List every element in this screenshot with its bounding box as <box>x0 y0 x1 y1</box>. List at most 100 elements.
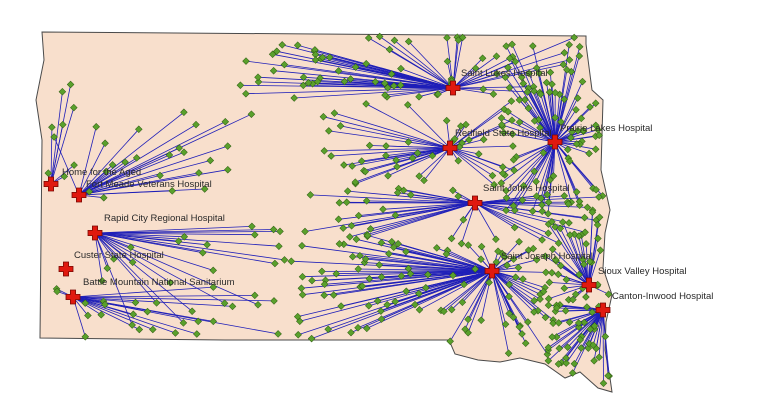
service-link <box>474 202 515 228</box>
patient-point-icon <box>492 235 500 244</box>
patient-point-icon <box>544 294 553 303</box>
patient-point-icon <box>596 246 605 254</box>
patient-point-icon <box>358 282 367 290</box>
service-link <box>491 270 544 292</box>
service-link <box>94 232 185 238</box>
patient-point-icon <box>354 265 363 273</box>
patient-point-icon <box>591 145 600 153</box>
patient-point-icon <box>471 64 480 72</box>
service-link <box>554 118 582 143</box>
service-link <box>94 232 275 264</box>
label-home-for-the-aged: Home for the Aged <box>62 167 141 178</box>
service-link <box>72 286 214 298</box>
patient-point-icon <box>494 247 502 256</box>
service-link <box>501 141 556 184</box>
service-link <box>474 202 569 205</box>
hospital-cross-icon[interactable] <box>71 187 87 203</box>
hospital-cross-icon[interactable] <box>581 277 597 293</box>
patient-point-icon <box>311 56 320 64</box>
patient-point-icon <box>599 379 608 388</box>
patient-point-icon <box>564 200 573 208</box>
hospital-cross-icon[interactable] <box>58 261 74 277</box>
hospital-cross-icon[interactable] <box>547 134 563 150</box>
patient-point-icon <box>588 208 597 216</box>
patient-point-icon <box>511 273 520 282</box>
patient-point-icon <box>299 81 308 90</box>
patient-point-icon <box>505 84 514 92</box>
patient-point-icon <box>224 165 232 174</box>
patient-point-icon <box>390 36 399 45</box>
patient-point-icon <box>192 120 200 129</box>
patient-point-icon <box>508 40 516 49</box>
patient-point-icon <box>580 213 589 222</box>
patient-point-icon <box>493 69 501 78</box>
patient-point-icon <box>275 242 283 250</box>
hospital-cross-icon[interactable] <box>467 195 483 211</box>
patient-point-icon <box>287 257 296 265</box>
patient-point-icon <box>306 191 315 199</box>
service-link <box>94 232 184 324</box>
patient-point-icon <box>541 313 550 322</box>
patient-point-icon <box>357 157 366 165</box>
patient-point-icon <box>354 323 362 332</box>
patient-point-icon <box>508 116 516 124</box>
patient-point-icon <box>168 187 176 195</box>
service-link <box>554 109 577 143</box>
patient-point-icon <box>98 277 106 285</box>
patient-point-icon <box>311 46 319 54</box>
hospital-cross-icon[interactable] <box>65 289 81 305</box>
hospital-cross-icon[interactable] <box>484 263 500 279</box>
service-link <box>382 202 476 210</box>
hospital-cross-icon[interactable] <box>595 302 611 318</box>
patient-point-icon <box>514 263 523 272</box>
service-link <box>72 295 255 298</box>
patient-point-icon <box>549 172 558 180</box>
patient-point-icon <box>465 136 473 144</box>
patient-point-icon <box>340 240 348 249</box>
patient-point-icon <box>569 295 577 304</box>
patient-point-icon <box>354 211 363 220</box>
patient-point-icon <box>175 144 183 152</box>
hospital-cross-icon[interactable] <box>87 225 103 241</box>
patient-point-icon <box>586 103 594 111</box>
service-link <box>368 37 454 89</box>
patient-point-icon <box>128 321 136 329</box>
service-link <box>78 143 106 196</box>
patient-point-icon <box>519 79 528 88</box>
patient-point-icon <box>377 273 386 281</box>
service-link <box>474 202 559 244</box>
service-link <box>78 145 228 196</box>
service-link <box>554 141 597 190</box>
patient-point-icon <box>546 68 555 77</box>
hospital-labels: Home for the Aged Fort Meade Veterans Ho… <box>62 68 713 302</box>
patient-point-icon <box>97 311 105 319</box>
patient-point-icon <box>460 280 468 289</box>
patient-point-icon <box>506 54 514 63</box>
hospital-cross-icon[interactable] <box>442 140 458 156</box>
patient-point-icon <box>530 167 539 176</box>
service-link <box>94 232 171 283</box>
patient-point-icon <box>340 161 348 169</box>
service-link <box>491 270 548 355</box>
hospital-cross-icon[interactable] <box>445 80 461 96</box>
patient-point-icon <box>579 126 588 135</box>
service-link <box>452 55 497 89</box>
service-link <box>379 36 454 89</box>
patient-point-icon <box>544 198 553 206</box>
patient-point-icon <box>442 116 451 125</box>
hospital-cross-icon[interactable] <box>43 176 59 192</box>
service-link <box>395 202 476 216</box>
patient-point-icon <box>576 336 585 344</box>
patient-point-icon <box>604 371 612 380</box>
patient-point-icon <box>242 57 250 65</box>
patient-point-icon <box>557 261 565 270</box>
patient-point-icon <box>562 354 570 362</box>
patient-point-icon <box>254 301 262 309</box>
patient-point-icon <box>325 53 334 62</box>
patient-point-icon <box>330 109 339 117</box>
patient-point-icon <box>575 52 584 60</box>
service-link <box>538 73 556 143</box>
patient-point-icon <box>502 186 510 195</box>
service-link <box>367 235 493 272</box>
patient-point-icon <box>554 360 563 368</box>
